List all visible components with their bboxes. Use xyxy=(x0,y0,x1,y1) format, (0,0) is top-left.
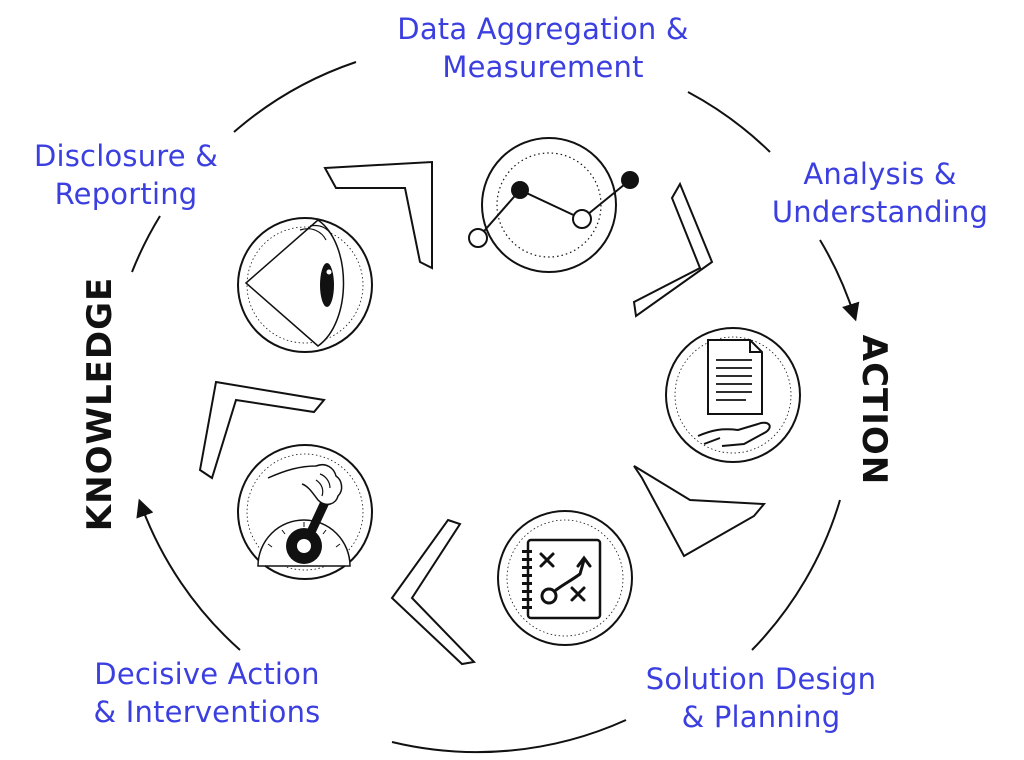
arc-bottom xyxy=(391,719,627,754)
stage-label-decisive-action-line1: Decisive Action xyxy=(94,657,320,691)
knowledge-axis-label: KNOWLEDGE xyxy=(80,276,120,532)
arc-left xyxy=(131,215,161,273)
arc-right-bottom xyxy=(751,499,841,651)
strategy-playbook-icon xyxy=(497,510,633,646)
stage-label-data-aggregation-line1: Data Aggregation & xyxy=(397,12,689,46)
stage-label-analysis: Analysis & Understanding xyxy=(772,155,988,231)
arc-top-right xyxy=(687,91,771,153)
stage-label-disclosure: Disclosure & Reporting xyxy=(34,137,218,213)
arc-to-knowledge-arrow xyxy=(136,498,241,651)
stage-label-disclosure-line2: Reporting xyxy=(54,177,198,211)
stage-label-analysis-line2: Understanding xyxy=(771,195,989,229)
eye-icon xyxy=(237,217,373,353)
chevron-right-top xyxy=(632,181,714,318)
stage-label-decisive-action-line2: & Interventions xyxy=(93,695,321,729)
stage-label-solution-design: Solution Design & Planning xyxy=(646,660,876,736)
stage-label-decisive-action: Decisive Action & Interventions xyxy=(94,655,321,731)
line-chart-icon xyxy=(468,137,639,273)
chevron-top-left xyxy=(323,160,433,270)
stage-label-data-aggregation: Data Aggregation & Measurement xyxy=(397,10,688,86)
document-in-hand-icon xyxy=(665,327,801,463)
hand-on-dial-icon xyxy=(237,444,373,580)
stage-label-solution-design-line1: Solution Design xyxy=(645,662,877,696)
chevron-bottom xyxy=(390,518,477,666)
stage-label-solution-design-line2: & Planning xyxy=(681,700,841,734)
action-axis-label: ACTION xyxy=(854,334,894,486)
arc-top xyxy=(233,61,357,133)
outer-cycle-ring xyxy=(131,61,860,754)
arc-to-action-arrow xyxy=(819,239,860,322)
chevron-left xyxy=(198,380,326,480)
chevron-right-bottom xyxy=(633,465,767,558)
stage-label-data-aggregation-line2: Measurement xyxy=(442,50,644,84)
stage-label-analysis-line1: Analysis & xyxy=(803,157,957,191)
stage-label-disclosure-line1: Disclosure & xyxy=(33,139,219,173)
